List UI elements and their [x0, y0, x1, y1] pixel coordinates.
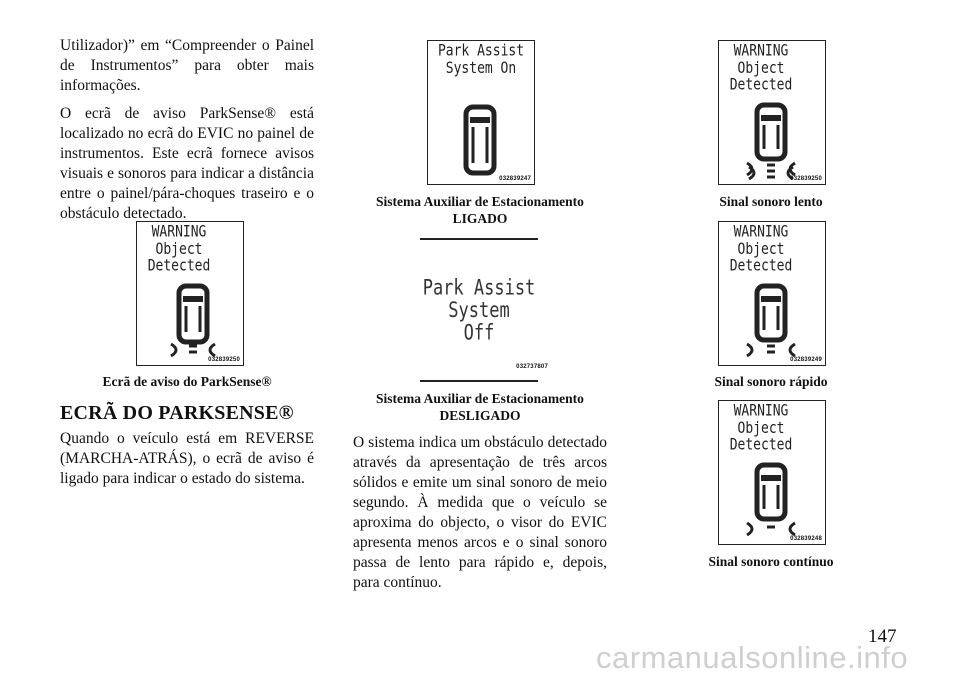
fast-beep-figure: WARNING Object Detected 032839249 [718, 221, 826, 366]
section-heading: ECRÃ DO PARKSENSE® [60, 402, 294, 424]
divider [420, 380, 538, 382]
figure-caption: Sinal sonoro contínuo [708, 554, 834, 569]
divider [420, 238, 538, 240]
figure-caption: Sinal sonoro rápido [714, 374, 828, 389]
display-text: WARNING Object Detected [147, 222, 211, 276]
display-text: WARNING Object Detected [729, 401, 793, 455]
continuous-beep-figure: WARNING Object Detected 032839248 [718, 400, 826, 545]
page-number: 147 [868, 626, 897, 647]
vehicle-icon [746, 102, 796, 181]
park-assist-off-figure: Park Assist System Off 032737807 [420, 242, 560, 378]
slow-beep-figure: WARNING Object Detected 032839250 [718, 40, 826, 185]
vehicle-icon [463, 104, 497, 176]
column-1-lower: ECRÃ DO PARKSENSE® Quando o veículo está… [60, 396, 314, 497]
parksense-warning-figure: WARNING Object Detected 032839250 [136, 221, 244, 366]
paragraph: Utilizador)” em “Compreender o Painel de… [60, 37, 314, 94]
vehicle-icon [746, 283, 796, 358]
display-text: WARNING Object Detected [729, 41, 793, 95]
figure-caption: Sinal sonoro lento [719, 194, 823, 209]
figure-caption: Ecrã de aviso do ParkSense® [102, 374, 272, 389]
figure-caption: Sistema Auxiliar de Estacionamento LIGAD… [376, 194, 584, 226]
paragraph: Quando o veículo está em REVERSE (MARCHA… [60, 430, 314, 487]
column-1: Utilizador)” em “Compreender o Painel de… [60, 36, 314, 232]
display-text: Park Assist System On [437, 41, 525, 78]
watermark-url: carmanualsonline.info [596, 640, 909, 675]
figure-caption: Sistema Auxiliar de Estacionamento DESLI… [376, 391, 584, 423]
display-text: WARNING Object Detected [729, 222, 793, 276]
paragraph: O sistema indica um obstáculo detectado … [353, 434, 607, 591]
display-text: Park Assist System Off [422, 275, 536, 346]
paragraph: O ecrã de aviso ParkSense® está localiza… [60, 105, 314, 222]
park-assist-on-figure: Park Assist System On 032839247 [427, 40, 535, 185]
vehicle-icon [746, 462, 796, 537]
vehicle-icon [170, 283, 216, 358]
column-2-text: O sistema indica um obstáculo detectado … [353, 433, 607, 601]
